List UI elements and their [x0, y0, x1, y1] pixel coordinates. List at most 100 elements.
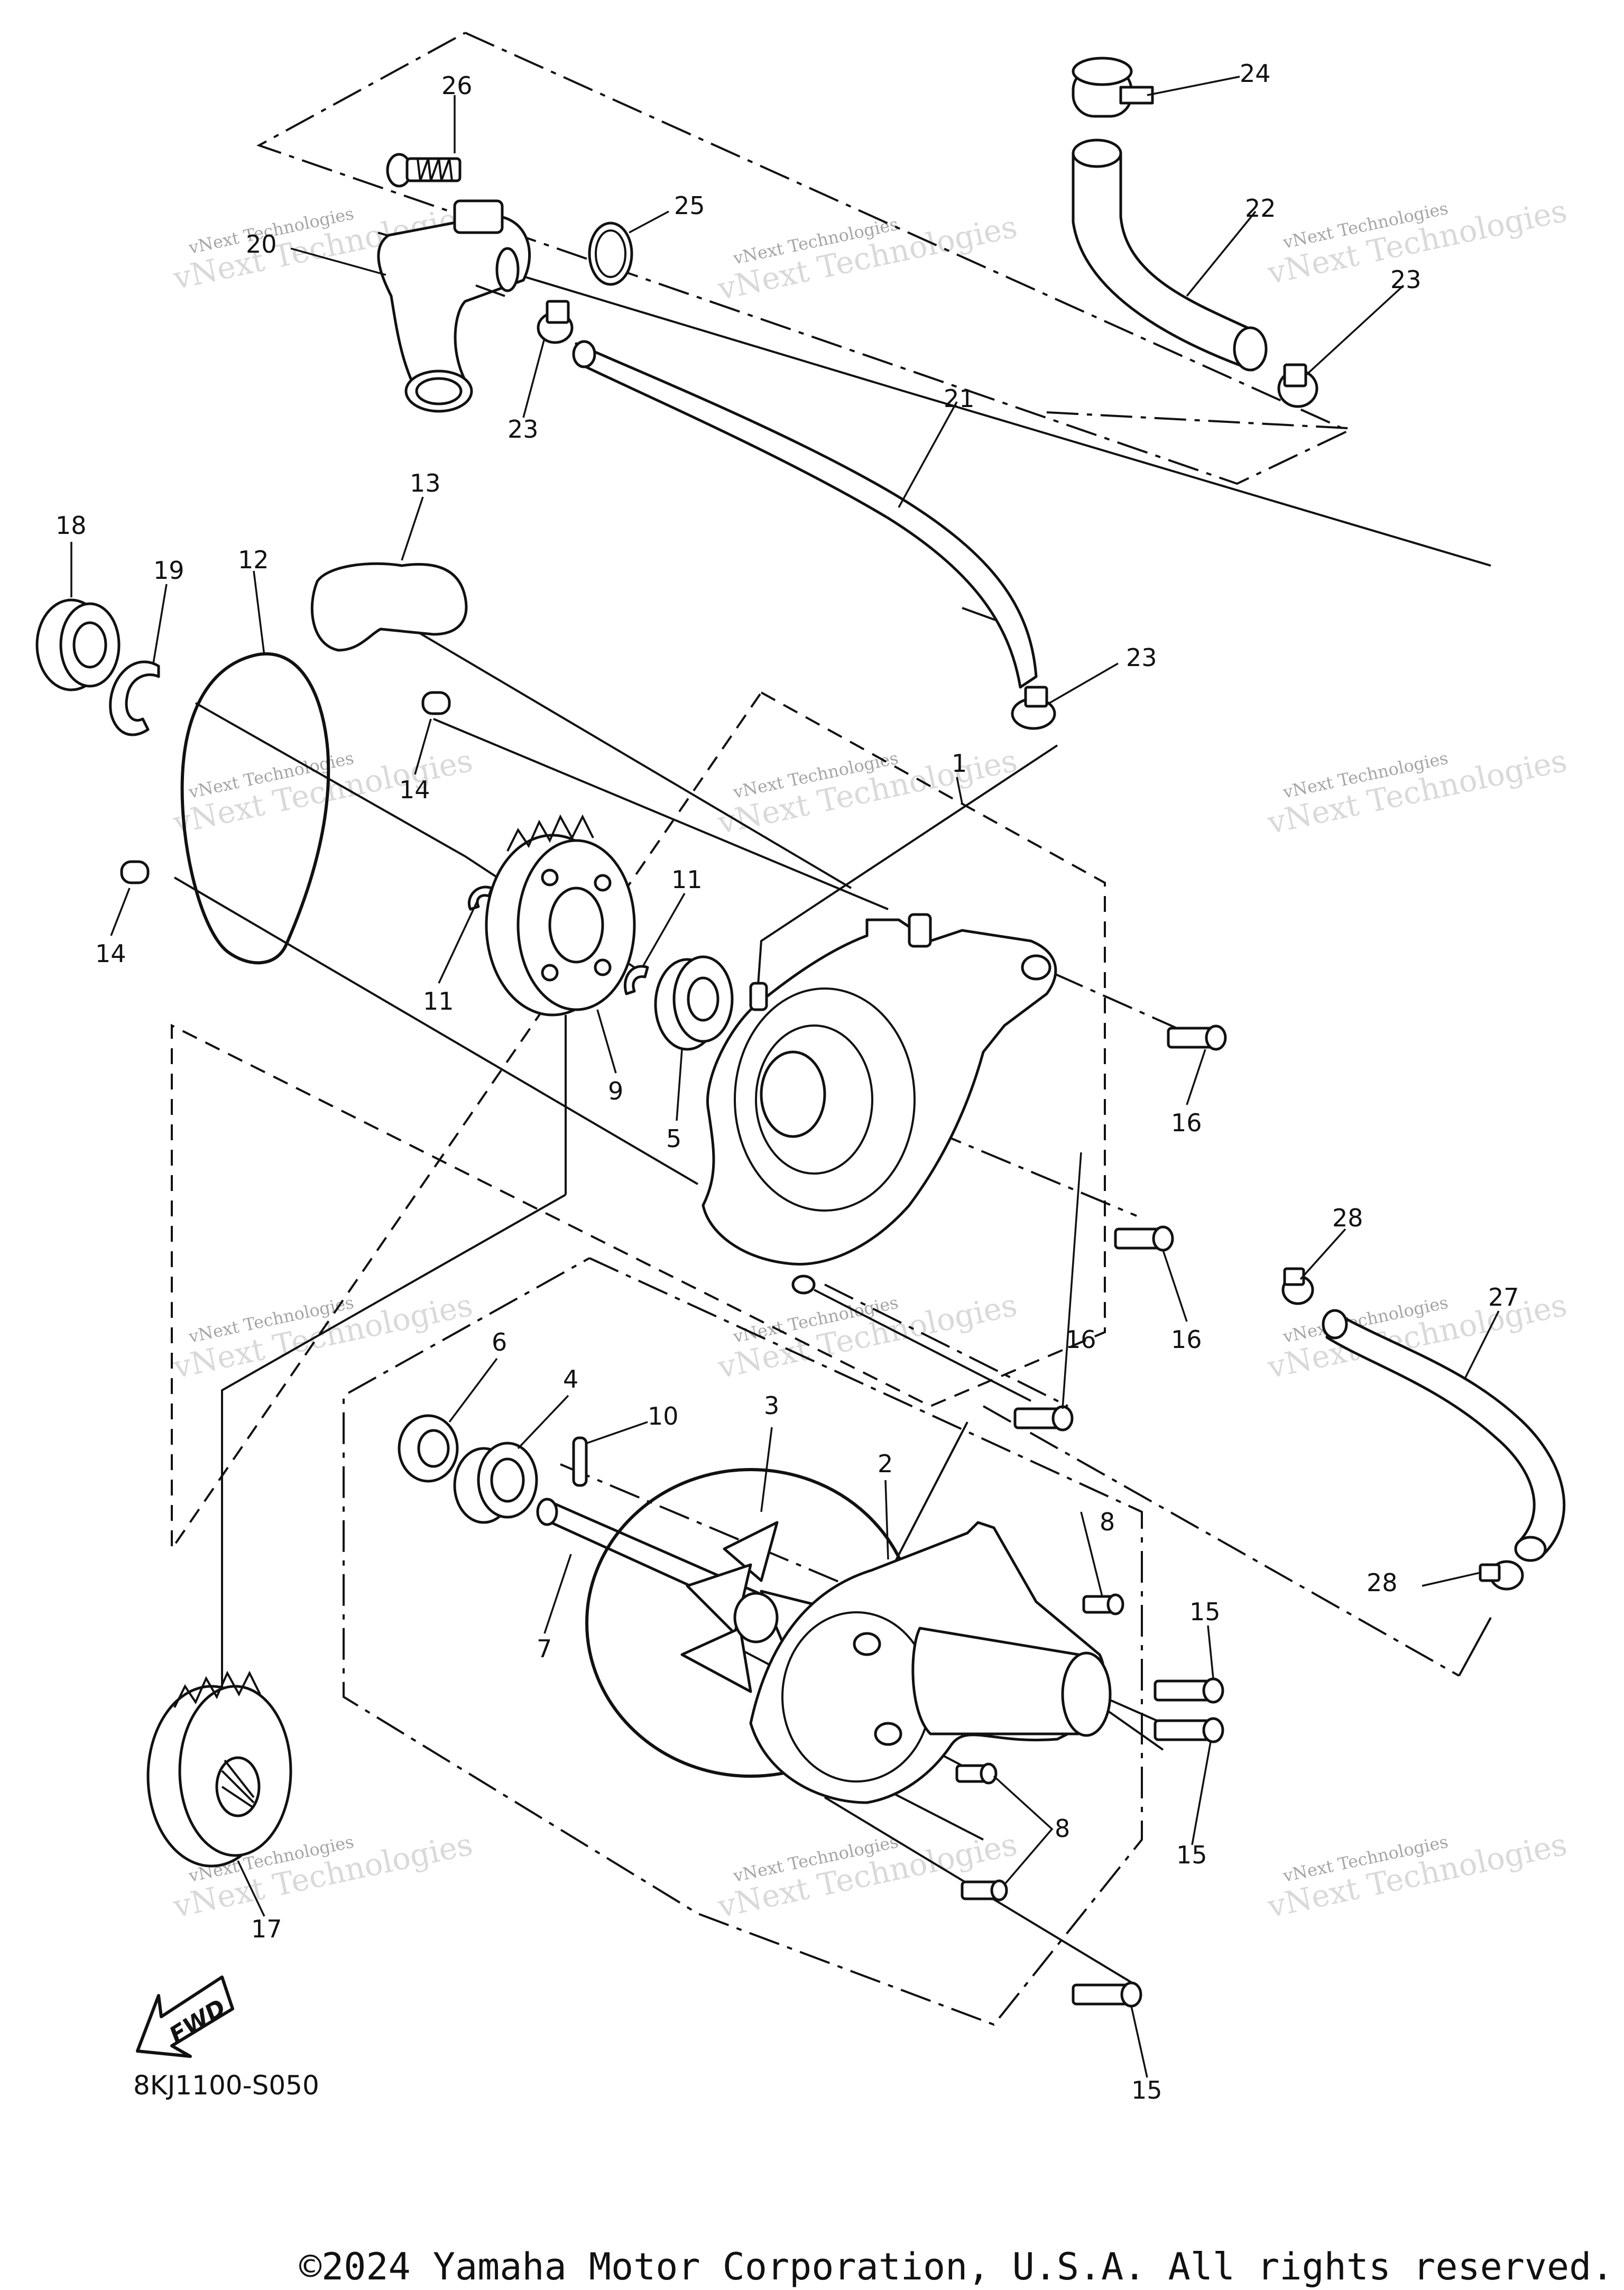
leader-line	[448, 1358, 498, 1423]
assembly-line	[1458, 1617, 1492, 1676]
assembly-line	[173, 876, 699, 1185]
part-5-bearing	[654, 955, 734, 1051]
callout-number: 19	[153, 556, 184, 585]
part-12-o-ring	[180, 652, 330, 965]
assembly-lines	[173, 232, 1492, 1983]
assembly-line	[824, 1283, 1068, 1407]
part-15-bolt	[1072, 1981, 1142, 2008]
leader-line	[596, 1009, 617, 1074]
leader-line	[884, 1480, 889, 1560]
callout-number: 16	[1065, 1325, 1096, 1354]
part-9-gear	[485, 814, 636, 1017]
copyright-notice: ©2024 Yamaha Motor Corporation, U.S.A. A…	[299, 2245, 1613, 2288]
leader-line	[1186, 210, 1257, 297]
assembly-line	[221, 1194, 566, 1692]
leader-line	[641, 893, 686, 968]
diagram-code: 8KJ1100-S050	[133, 2070, 319, 2101]
callout-number: 12	[238, 546, 269, 574]
assembly-line	[983, 1405, 1460, 1677]
part-11-circlip	[467, 885, 493, 911]
part-16-bolt	[1114, 1225, 1174, 1252]
leader-line	[1207, 1625, 1214, 1679]
leader-line	[1062, 1152, 1082, 1409]
leader-line	[1080, 1511, 1103, 1597]
leader-line	[517, 1395, 569, 1449]
part-28-hose-clamp	[1479, 1560, 1524, 1591]
leader-line	[1299, 1228, 1346, 1280]
leader-line	[290, 247, 386, 276]
leader-line	[237, 1860, 265, 1917]
callout-number: 10	[648, 1402, 679, 1430]
part-2-pump-housing	[749, 1521, 1112, 1804]
callout-number: 16	[1171, 1109, 1202, 1137]
callout-number: 22	[1245, 194, 1276, 223]
leader-line	[152, 584, 168, 664]
part-15-bolt	[1154, 1677, 1224, 1704]
leader-line	[898, 401, 958, 508]
leader-line	[760, 1427, 773, 1512]
assembly-line	[814, 1289, 1031, 1402]
assembly-line	[385, 612, 852, 889]
callout-number: 28	[1367, 1568, 1398, 1597]
part-8-bolt	[955, 1762, 998, 1785]
callout-number: 28	[1332, 1204, 1363, 1232]
part-15-bolt	[1154, 1717, 1224, 1743]
callout-number: 15	[1131, 2076, 1162, 2104]
part-23-hose-clamp	[1011, 686, 1056, 730]
part-20-elbow-fitting	[377, 199, 531, 413]
part-14-dowel-pin	[120, 860, 150, 884]
callout-number: 5	[666, 1124, 681, 1153]
assembly-line	[560, 1463, 899, 1608]
part-27-hose	[1322, 1309, 1566, 1562]
part-26-bolt	[386, 153, 462, 188]
leader-line	[1191, 1741, 1212, 1845]
assembly-line	[433, 718, 889, 910]
impeller-group-outline	[343, 1257, 1143, 2026]
part-13-gasket	[310, 562, 468, 652]
callout-number: 8	[1100, 1508, 1115, 1536]
callout-number: 20	[246, 230, 277, 258]
callout-number: 23	[1126, 643, 1157, 672]
callout-number: 23	[508, 415, 539, 444]
callout-number: 3	[764, 1391, 779, 1420]
leader-line	[586, 1421, 648, 1444]
leader-line	[110, 888, 131, 936]
callout-number: 18	[56, 511, 87, 540]
part-4-mechanical-seal	[453, 1442, 538, 1524]
leader-line	[993, 1775, 1054, 1886]
part-8-bolt	[1082, 1593, 1124, 1615]
leader-line	[253, 570, 265, 656]
part-22-hose	[1072, 138, 1268, 372]
assembly-line	[887, 1421, 968, 1576]
part-24-hose-clamp	[1072, 57, 1154, 118]
callout-number: 15	[1176, 1841, 1207, 1869]
callout-number: 9	[608, 1077, 623, 1105]
part-3-impeller	[585, 1468, 916, 1778]
part-10-pin	[572, 1436, 588, 1487]
leader-line	[401, 496, 424, 561]
assembly-line	[377, 232, 1491, 567]
leader-line	[676, 1049, 683, 1121]
part-21-hose	[572, 340, 1038, 689]
callout-number: 8	[1055, 1814, 1070, 1843]
leader-line	[956, 777, 963, 804]
callout-number: 1	[952, 749, 967, 778]
leader-line	[629, 210, 669, 234]
callout-number: 24	[1240, 59, 1271, 88]
part-16-bolt	[1013, 1405, 1074, 1432]
part-28-hose-clamp	[1281, 1267, 1314, 1305]
callout-number: 17	[251, 1915, 282, 1943]
leader-line	[1422, 1572, 1481, 1587]
assembly-line	[1046, 411, 1349, 429]
leader-line	[1162, 1250, 1188, 1322]
fwd-arrow-icon: FWD	[136, 1975, 234, 2058]
callout-number: 26	[441, 71, 473, 100]
callout-number: 2	[878, 1449, 893, 1478]
callout-number: 14	[399, 775, 430, 804]
leader-line	[438, 898, 479, 984]
callout-number: 15	[1189, 1598, 1221, 1626]
callout-number: 6	[492, 1328, 507, 1356]
leader-line	[1463, 1310, 1500, 1380]
part-19-circlip	[109, 660, 160, 736]
